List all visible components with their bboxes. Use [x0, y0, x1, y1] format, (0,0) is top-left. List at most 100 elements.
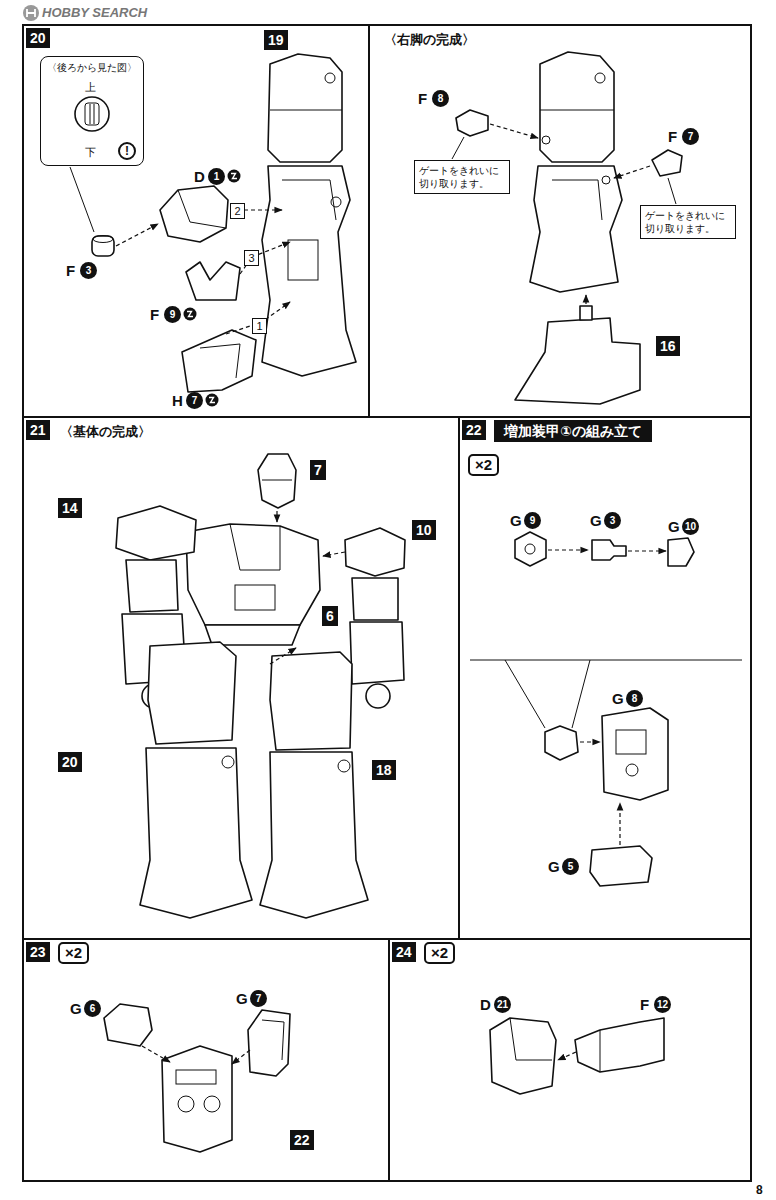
part-runner: F — [640, 996, 649, 1013]
right-leg — [456, 110, 488, 136]
part-number: 9 — [524, 512, 541, 529]
gate-cut-icon — [228, 170, 241, 183]
back-view — [70, 97, 109, 232]
part-number: 7 — [682, 128, 699, 145]
armor-parts-24 — [575, 1018, 664, 1072]
armor-parts-22 — [515, 532, 546, 566]
right-leg — [585, 295, 586, 304]
part-runner: G — [668, 518, 680, 535]
part-number: 3 — [604, 512, 621, 529]
right-leg — [595, 73, 605, 83]
right-leg — [580, 306, 592, 320]
armor-parts-23 — [262, 1020, 284, 1060]
assembly-number: 19 — [264, 30, 288, 50]
robot-body — [366, 684, 390, 708]
step-heading: 〈基体の完成〉 — [60, 424, 151, 440]
part-runner: G — [70, 1000, 82, 1017]
robot-body — [262, 480, 292, 481]
part-number: 3 — [80, 262, 97, 279]
right-leg — [614, 166, 650, 178]
armor-parts-22 — [525, 544, 535, 554]
gate-cut-icon — [206, 394, 219, 407]
robot-body — [323, 552, 345, 556]
node-text: ゲートをきれいに 切り取ります。 — [419, 165, 499, 189]
quantity-box: ×2 — [468, 454, 499, 476]
leg-assembly — [282, 180, 336, 220]
step-panel: 24 ×2 — [388, 938, 752, 1182]
assembly-number: 18 — [372, 760, 396, 780]
part-number: 21 — [494, 996, 511, 1013]
assembly-number: 10 — [412, 520, 436, 540]
assembly-arrows — [116, 224, 158, 246]
direction-mark: 下 — [85, 145, 96, 159]
armor-parts-22 — [505, 660, 590, 728]
leg-assembly — [325, 73, 335, 83]
part-runner: G — [510, 512, 522, 529]
armor-parts-22 — [602, 708, 668, 800]
assembly-number: 20 — [58, 752, 82, 772]
assembly-arrows — [226, 302, 290, 334]
armor-parts-23 — [232, 1050, 250, 1064]
robot-body — [260, 752, 368, 918]
step-number: 23 — [26, 942, 50, 962]
assembly-number: 7 — [310, 460, 326, 480]
armor-parts — [200, 344, 240, 378]
robot-body — [126, 560, 178, 612]
assembly-number: 14 — [58, 498, 82, 518]
part-runner: F — [418, 90, 427, 107]
quantity-box: ×2 — [58, 942, 89, 964]
robot-body — [186, 524, 320, 625]
armor-parts — [186, 262, 240, 300]
node-text: ×2 — [475, 456, 492, 473]
right-leg — [515, 318, 640, 404]
armor-parts-22 — [548, 549, 588, 550]
armor-parts-22 — [628, 550, 666, 551]
part-number: 6 — [84, 1000, 101, 1017]
armor-parts-22 — [590, 846, 652, 886]
armor-parts-24 — [558, 1052, 576, 1060]
robot-body — [148, 642, 236, 744]
quantity-box: ×2 — [424, 942, 455, 964]
right-leg — [540, 110, 614, 111]
armor-parts-22 — [592, 540, 626, 560]
part-runner: G — [548, 858, 560, 875]
armor-parts-23 — [104, 1004, 290, 1152]
armor-parts-23 — [104, 1004, 152, 1046]
part-number: 5 — [562, 858, 579, 875]
armor-parts-23 — [248, 1010, 290, 1076]
armor-parts-22 — [580, 741, 600, 742]
armor-parts-22 — [616, 730, 646, 754]
armor-parts-22 — [626, 764, 638, 776]
part-runner: D — [480, 996, 491, 1013]
robot-body — [230, 524, 280, 570]
armor-parts-24 — [600, 1030, 601, 1072]
node-text: ×2 — [65, 944, 82, 961]
armor-parts-22 — [470, 660, 742, 661]
note-box: ゲートをきれいに 切り取ります。 — [640, 205, 736, 239]
robot-body — [222, 756, 234, 768]
back-view — [75, 97, 109, 131]
part-number: 8 — [432, 90, 449, 107]
step-number: 24 — [392, 942, 416, 962]
page-number: 8 — [756, 1183, 763, 1197]
armor-parts-24 — [510, 1018, 552, 1060]
back-view — [90, 104, 94, 124]
robot-body — [276, 511, 277, 522]
part-runner: F — [66, 262, 75, 279]
armor-parts-23 — [204, 1096, 220, 1112]
armor-parts-24 — [490, 1018, 556, 1094]
part-runner: G — [612, 690, 624, 707]
armor-parts-22 — [470, 532, 742, 886]
view-caption: 〈後ろから見た図〉 — [41, 62, 143, 74]
node-text: ×2 — [431, 944, 448, 961]
part-runner: G — [590, 512, 602, 529]
part-number: 7 — [250, 990, 267, 1007]
caution-mark: ! — [118, 142, 136, 160]
step-panel: 20〈後ろから見た図〉上下 — [22, 24, 370, 418]
leg-assembly — [268, 54, 342, 162]
part-runner: H — [172, 392, 183, 409]
right-leg — [530, 166, 622, 292]
note-box: ゲートをきれいに 切り取ります。 — [414, 160, 510, 194]
armor-parts — [182, 330, 256, 392]
part-runner: D — [194, 168, 205, 185]
